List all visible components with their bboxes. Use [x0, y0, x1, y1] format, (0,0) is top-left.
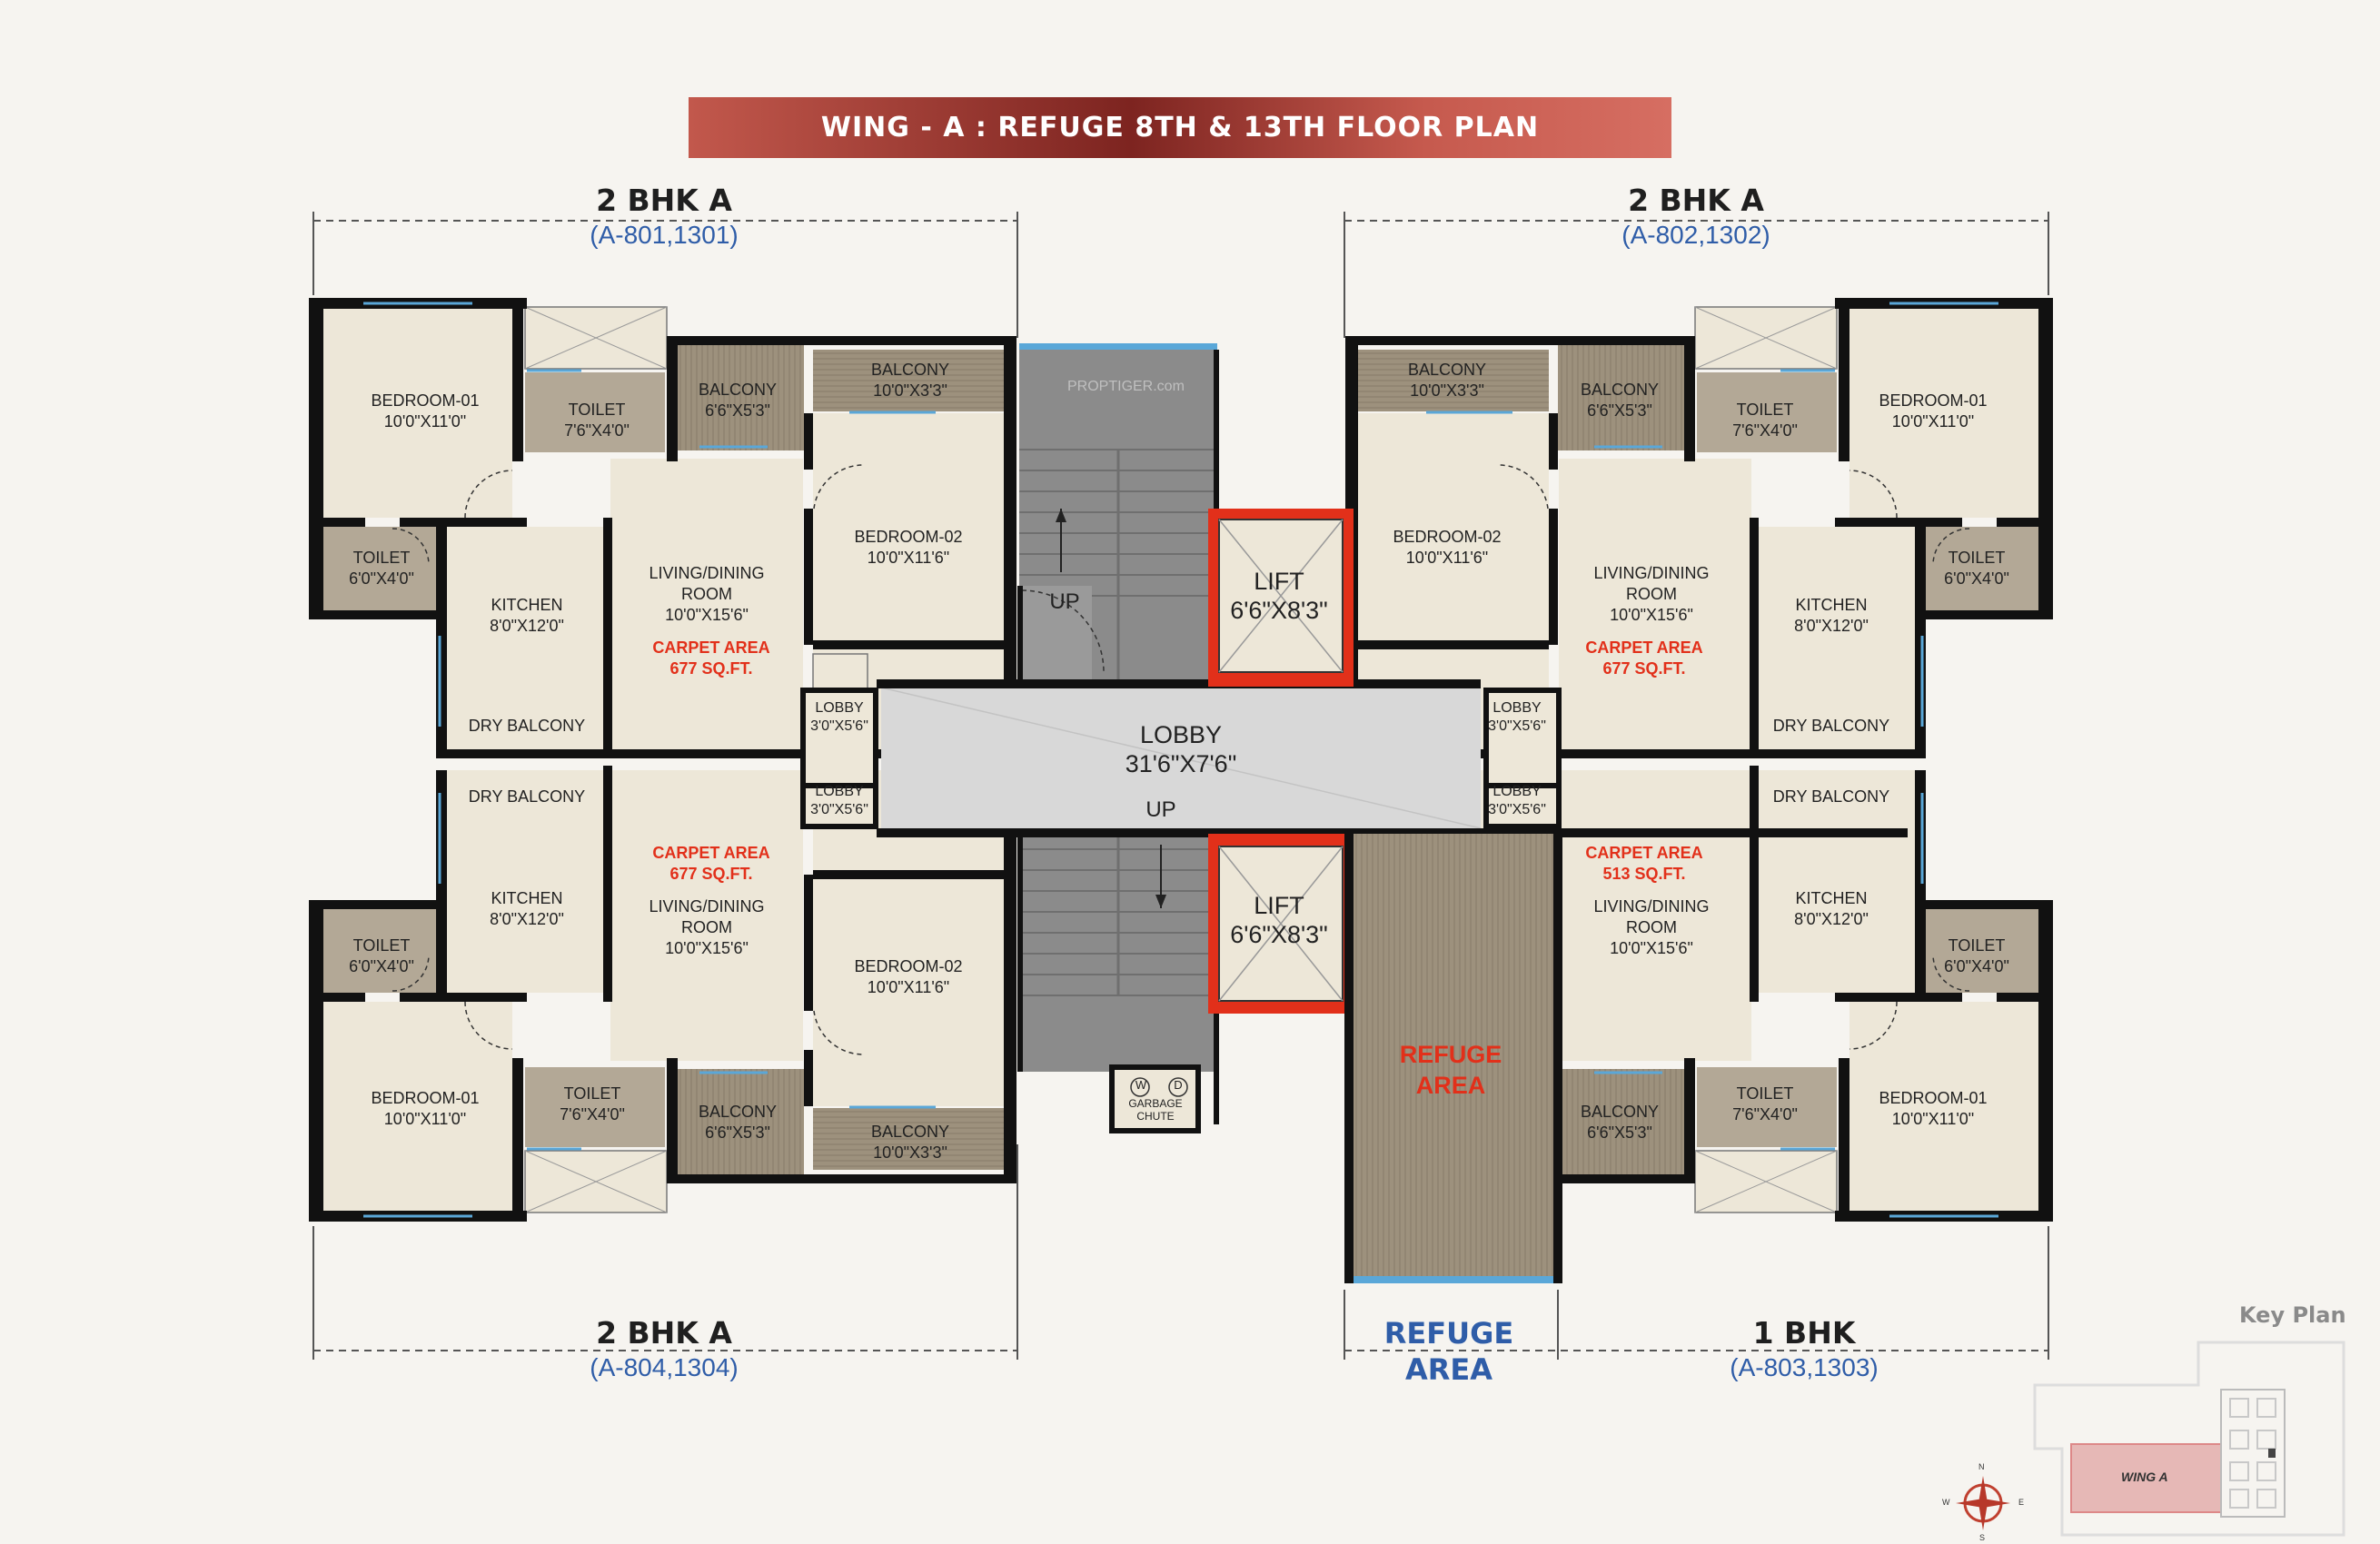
washing-chute-icon: W — [1135, 1078, 1147, 1092]
unit-title-bottom-right: 1 BHK — [1752, 1315, 1856, 1351]
page-title: WING - A : REFUGE 8TH & 13TH FLOOR PLAN — [820, 112, 1540, 144]
compass-s: S — [1979, 1533, 1986, 1542]
watermark: PROPTIGER.com — [1067, 379, 1185, 394]
unit-title-top-right: 2 BHK A — [1628, 183, 1764, 218]
stair-up-label: UP — [1049, 589, 1080, 614]
unit-numbers-bottom-left: (A-804,1304) — [590, 1353, 739, 1381]
key-plan-title: Key Plan — [2239, 1302, 2346, 1328]
dry-balcony-label: DRY BALCONY — [1772, 787, 1890, 806]
compass-w: W — [1942, 1498, 1950, 1507]
unit-numbers-top-right: (A-802,1302) — [1621, 221, 1770, 249]
unit-title-bottom-left: 2 BHK A — [596, 1315, 732, 1351]
compass-n: N — [1978, 1462, 1985, 1471]
compass-icon — [1956, 1476, 2010, 1530]
dry-balcony-label: DRY BALCONY — [468, 717, 586, 735]
key-plan-wing-label: WING A — [2121, 1470, 2168, 1484]
compass-e: E — [2018, 1498, 2025, 1507]
page-title-banner: WING - A : REFUGE 8TH & 13TH FLOOR PLAN — [689, 97, 1671, 158]
unit-title-top-left: 2 BHK A — [596, 183, 732, 218]
unit-numbers-bottom-right: (A-803,1303) — [1730, 1353, 1879, 1381]
dry-balcony-label: DRY BALCONY — [1772, 717, 1890, 735]
dry-balcony-label: DRY BALCONY — [468, 787, 586, 806]
stair-up-label: UP — [1145, 797, 1176, 822]
unit-numbers-top-left: (A-801,1301) — [590, 221, 739, 249]
dry-chute-icon: D — [1174, 1078, 1183, 1092]
